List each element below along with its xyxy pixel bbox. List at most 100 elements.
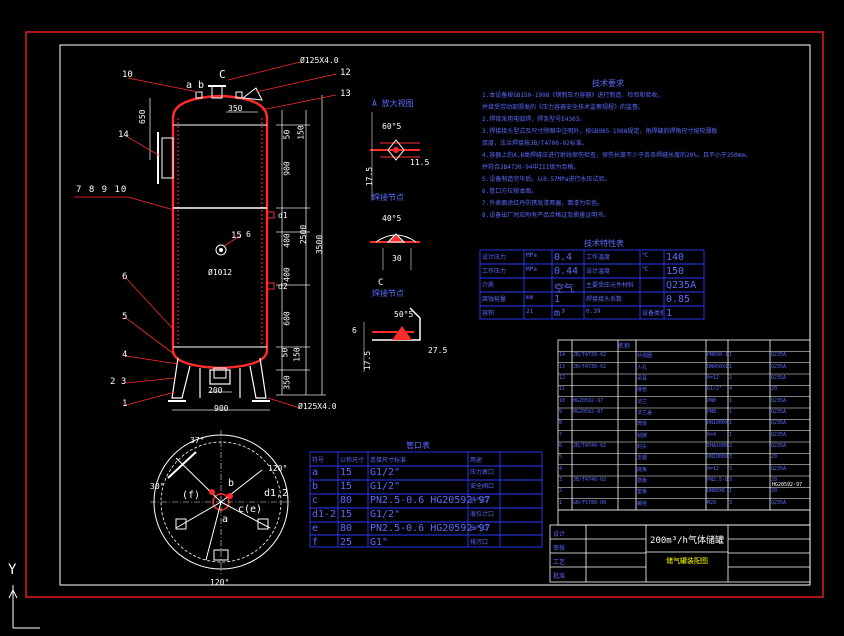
design-table-cell: MPa: [526, 252, 537, 259]
parts-list-cell: 3: [729, 477, 733, 483]
section-c-dim1: 6: [352, 326, 357, 335]
title-block-sub: 储气罐装配图: [666, 557, 708, 565]
nozzle-table-header: 公称尺寸: [340, 457, 365, 464]
parts-list-cell: 1: [729, 431, 733, 438]
dim-6: 6: [246, 230, 251, 239]
vessel-elevation: [157, 85, 275, 402]
design-table-cell: ℃: [642, 266, 649, 273]
parts-list-cell: HG20592-97: [573, 409, 604, 415]
section-a-dim2: 17.5: [365, 166, 375, 187]
callout-23: 2 3: [110, 377, 127, 387]
design-table-cell: m³: [554, 308, 567, 319]
parts-list-cell: 封头: [637, 444, 648, 450]
parts-list-cell: Q235A: [771, 443, 787, 449]
parts-list-cell: 2: [559, 488, 563, 495]
nozzle-table-title: 管口表: [406, 441, 430, 450]
design-table-cell: 容积: [482, 310, 495, 317]
dim-150: 150: [296, 125, 306, 140]
parts-list-cell: 接管: [637, 387, 648, 394]
dim-400b: 400: [282, 267, 292, 282]
design-table-cell: 设备类别: [642, 310, 663, 317]
nozzle-table-cell: 液位计口: [470, 511, 495, 518]
parts-list-cell: 底板: [637, 466, 648, 473]
dim-900-bottom: 900: [214, 404, 229, 413]
parts-list-header: 名称: [618, 343, 631, 350]
bottom-flange-spec: Ø125X4.0: [298, 402, 337, 411]
design-table-cell: 0.4: [554, 252, 573, 263]
tech-req-list: 1.本设备按GB150-1998《钢制压力容器》进行制造、检验和验收。 并接受劳…: [482, 90, 802, 222]
plan-angle-left: 30°: [150, 482, 165, 491]
parts-list-cell: JB/T4736-02: [573, 363, 607, 370]
nozzle-table-header: 符号: [312, 457, 325, 464]
plan-view: [150, 430, 292, 574]
section-b-detail: [370, 233, 420, 270]
parts-list-cell: M20: [707, 499, 717, 506]
parts-list-cell: Q235A: [771, 409, 787, 415]
nozzle-table-cell: PN2.5-0.6 HG20592-97: [370, 495, 491, 506]
plan-label-a: a: [222, 514, 229, 525]
parts-list-cell: 3: [729, 499, 733, 506]
parts-list-cell: 1: [729, 488, 733, 495]
title-main-text: 200m³/h气体储罐: [650, 536, 724, 546]
parts-list-cell: δ=12: [707, 375, 720, 381]
dim-200: 200: [208, 386, 223, 395]
section-a-dim1: 11.5: [410, 158, 430, 167]
parts-list-cell: δ=12: [707, 465, 720, 472]
dim-600: 600: [282, 311, 292, 326]
design-table-grid: [479, 249, 705, 320]
section-c-detail: [363, 307, 421, 372]
parts-list-cell: 7: [559, 431, 563, 438]
title-block-label: 设计: [553, 531, 566, 538]
design-table-cell: 0.39: [586, 308, 601, 315]
section-b-angle: 40°5: [382, 214, 402, 223]
design-table-cell: 0.44: [554, 266, 579, 277]
parts-list-cell: 筋板: [637, 478, 648, 484]
tech-req-line: 6.管口方位按本图。: [482, 188, 538, 195]
design-table-cell: 1: [666, 308, 673, 319]
parts-list-cell: 10: [559, 397, 566, 404]
parts-list-cell: G1/2": [707, 386, 723, 393]
parts-list-cell: Q235A: [771, 352, 787, 359]
parts-list-cell: 法兰盖: [637, 410, 653, 416]
nozzle-table-cell: 进气口: [470, 497, 489, 504]
callout-15: 15: [231, 231, 242, 241]
design-table-cell: Q235A: [666, 280, 697, 291]
section-a-angle: 60°5: [382, 122, 402, 131]
parts-list-cell: 8: [559, 420, 563, 427]
design-table-cell: ℃: [642, 252, 649, 259]
nozzle-table-header: 连接尺寸标准: [370, 457, 407, 464]
nozzle-table-cell: G1/2": [370, 467, 401, 478]
callout-10: 10: [122, 70, 133, 80]
parts-list-cell: 6: [559, 443, 563, 449]
nozzle-table-cell: 80: [340, 523, 353, 534]
design-table-cell: 0.85: [666, 294, 691, 305]
parts-list-cell: 3: [729, 465, 733, 472]
design-table-cell: 140: [666, 252, 685, 263]
nozzle-table-cell: f: [312, 537, 319, 548]
parts-list-cell: 1: [729, 420, 733, 427]
title-block-grid: [549, 524, 811, 583]
parts-list-cell: 垫板: [637, 489, 648, 496]
parts-list-cell: 2: [729, 375, 733, 381]
design-table-cell: mm: [526, 294, 534, 301]
parts-list-cell: 20: [771, 488, 778, 495]
section-c-title: 焊接节点: [372, 289, 404, 298]
dim-3500: 3500: [315, 234, 325, 255]
nozzle-table-cell: G1/2": [370, 481, 401, 492]
parts-list-cell: Q235A: [771, 420, 787, 427]
parts-list-cell: Q235A: [771, 465, 787, 472]
dim-400a: 400: [282, 233, 292, 248]
tech-req-line: 1.本设备按GB150-1998《钢制压力容器》进行制造、检验和验收。: [482, 92, 664, 99]
callout-6: 6: [122, 272, 128, 282]
parts-list-cell: Q235A: [771, 363, 787, 370]
plan-angle-bottom: 120°: [210, 578, 230, 587]
parts-list-cell: 人孔: [637, 364, 648, 371]
parts-list-cell: HG20592-97: [573, 397, 604, 404]
tech-req-line: 3.焊接接头型式及尺寸除图中注明外，按GB985-1988规定，角焊缝的焊角尺寸…: [482, 128, 718, 135]
parts-list: 14JB/T4736-02补强圈PN600-1.61Q235A13JB/T473…: [558, 340, 810, 510]
parts-list-cell: JB/T4746-02: [573, 477, 607, 483]
parts-list-cell: 螺栓: [637, 500, 648, 507]
